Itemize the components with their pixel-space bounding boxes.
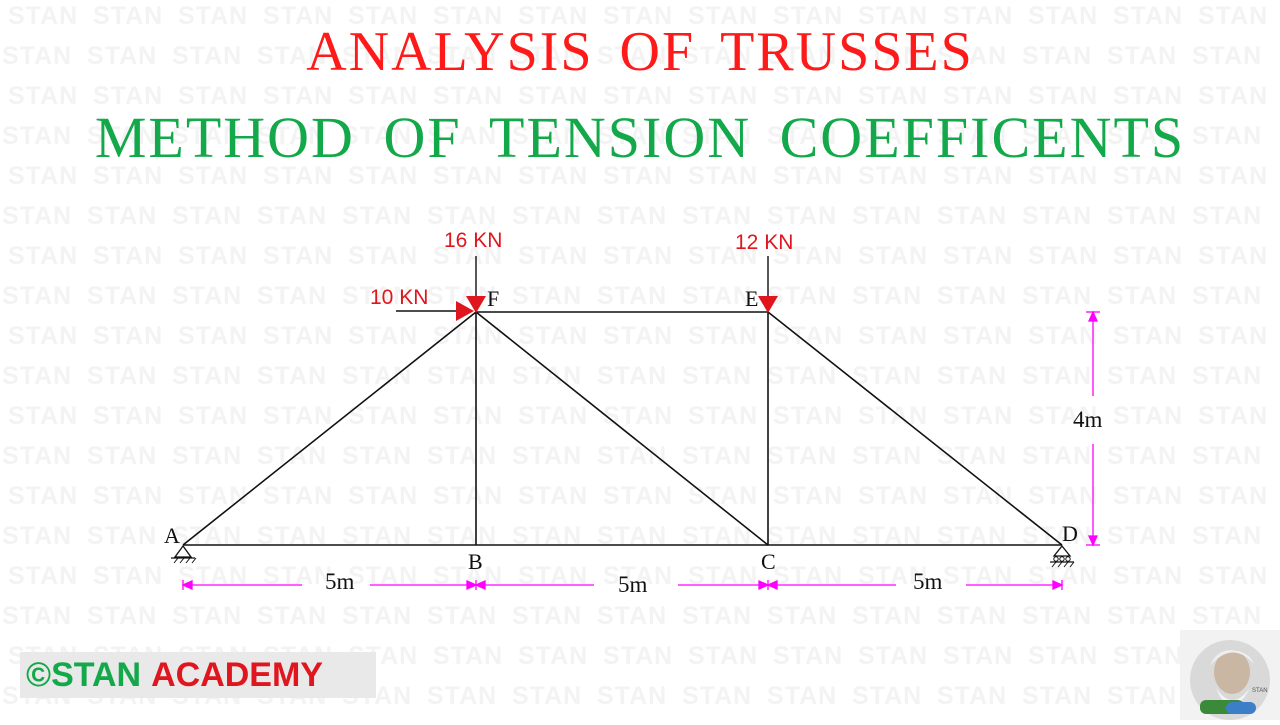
node-label-e: E (745, 286, 758, 311)
load-label-f-horizontal: 10 KN (370, 286, 428, 309)
member-fc (475, 311, 769, 546)
member-af (182, 311, 477, 546)
node-label-f: F (487, 286, 499, 311)
node-label-b: B (468, 549, 483, 574)
copyright-symbol: © (26, 655, 52, 694)
avatar-caption: STAN (1252, 688, 1268, 694)
page-subtitle: METHOD OF TENSION COEFFICENTS (94, 105, 1186, 170)
node-label-c: C (761, 549, 776, 574)
node-label-d: D (1062, 521, 1078, 546)
avatar: STAN (1180, 630, 1280, 720)
support-d (1050, 544, 1075, 568)
stan-academy-logo: © STAN ACADEMY (20, 652, 376, 698)
load-arrow-f-horizontal (396, 301, 474, 321)
page-title: ANALYSIS OF TRUSSES (306, 21, 974, 83)
load-arrow-e-vertical (758, 256, 778, 313)
dimension-label-height: 4m (1073, 407, 1103, 432)
truss-members (182, 311, 1063, 546)
support-a (171, 544, 197, 564)
logo-stan-text: STAN (51, 655, 142, 694)
node-label-a: A (164, 523, 180, 548)
member-ed (767, 311, 1063, 546)
load-label-e-vertical: 12 KN (735, 231, 793, 254)
dimension-label-ab: 5m (325, 569, 355, 594)
load-arrow-f-vertical (466, 256, 486, 313)
dimension-lines (181, 310, 1100, 591)
load-label-f-vertical: 16 KN (444, 229, 502, 252)
dimension-label-cd: 5m (913, 569, 943, 594)
dimension-label-bc: 5m (618, 572, 648, 597)
avatar-portrait-icon: STAN (1190, 640, 1270, 720)
logo-academy-text: ACADEMY (151, 655, 323, 694)
